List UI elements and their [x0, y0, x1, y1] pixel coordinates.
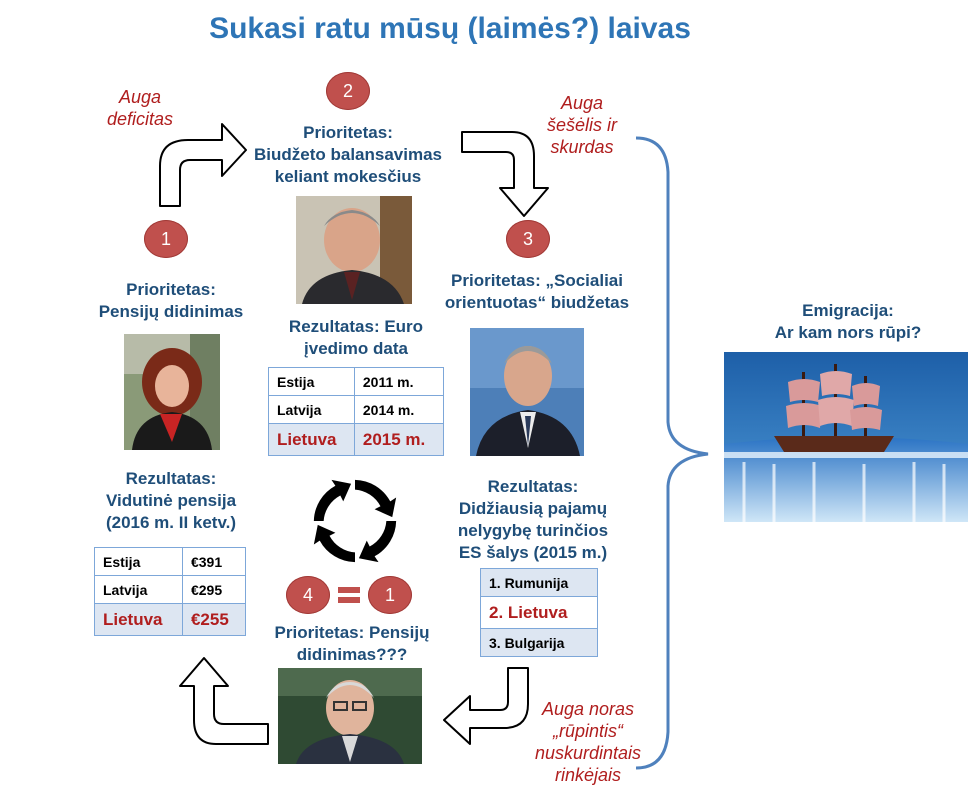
down-left-arrow-icon	[443, 667, 529, 745]
note-care: Auga noras „rūpintis“ nuskurdintais rink…	[528, 698, 648, 786]
step-2-badge: 2	[326, 72, 370, 110]
note-line: Auga	[560, 93, 604, 113]
table-row: 2. Lietuva	[480, 596, 598, 629]
note-deficit: Auga deficitas	[100, 86, 180, 130]
value-cell: €255	[181, 603, 247, 636]
note-line: nuskurdintais	[534, 743, 642, 763]
text-line: Rezultatas:	[125, 469, 217, 488]
value-cell: 2015 m.	[353, 423, 445, 456]
value-cell: 2011 m.	[353, 367, 445, 396]
rank-cell: 2. Lietuva	[480, 596, 598, 629]
step-4-badge: 4	[286, 576, 330, 614]
step-3-result: Rezultatas: Didžiausią pajamų nelygybę t…	[448, 476, 618, 564]
note-line: Auga	[118, 87, 162, 107]
portrait-photo-4	[278, 668, 422, 764]
country-cell: Lietuva	[94, 603, 183, 636]
text-line: (2016 m. II ketv.)	[105, 513, 237, 532]
country-cell: Lietuva	[268, 423, 355, 456]
table-row: Lietuva€255	[94, 603, 247, 636]
text-line: Prioritetas:	[303, 123, 393, 142]
rank-cell: 1. Rumunija	[480, 568, 598, 597]
right-down-arrow-icon	[461, 131, 549, 217]
text-line: Ar kam nors rūpi?	[774, 323, 922, 342]
step-1-result: Rezultatas: Vidutinė pensija (2016 m. II…	[96, 468, 246, 534]
country-cell: Estija	[268, 367, 355, 396]
value-cell: 2014 m.	[353, 395, 445, 424]
equals-icon	[338, 587, 360, 603]
note-shadow: Auga šešėlis ir skurdas	[540, 92, 624, 158]
note-line: šešėlis ir	[546, 115, 617, 135]
pension-table: Estija€391 Latvija€295 Lietuva€255	[94, 547, 247, 636]
step-1-priority: Prioritetas: Pensijų didinimas	[86, 279, 256, 323]
inequality-ranking-table: 1. Rumunija 2. Lietuva 3. Bulgarija	[480, 568, 598, 657]
country-cell: Latvija	[94, 575, 183, 604]
text-line: Didžiausią pajamų	[458, 499, 608, 518]
text-line: ES šalys (2015 m.)	[458, 543, 608, 562]
text-line: Prioritetas: Pensijų	[274, 623, 430, 642]
ship-waterfall-illustration	[724, 352, 968, 522]
portrait-photo-1	[124, 334, 220, 450]
table-row: Latvija€295	[94, 575, 247, 604]
curly-bracket	[635, 136, 709, 770]
text-line: Rezultatas:	[487, 477, 579, 496]
value-cell: €295	[181, 575, 247, 604]
text-line: nelygybę turinčios	[457, 521, 609, 540]
up-right-arrow-icon	[159, 123, 247, 207]
table-row: 1. Rumunija	[480, 568, 598, 597]
text-line: Emigracija:	[802, 301, 894, 320]
note-line: skurdas	[550, 137, 614, 157]
text-line: Pensijų didinimas	[98, 302, 244, 321]
emigration-label: Emigracija: Ar kam nors rūpi?	[760, 300, 936, 344]
table-row: 3. Bulgarija	[480, 628, 598, 657]
text-line: Prioritetas:	[126, 280, 216, 299]
text-line: orientuotas“ biudžetas	[444, 293, 630, 312]
text-line: Prioritetas: „Socialiai	[451, 271, 623, 290]
step-3-priority: Prioritetas: „Socialiai orientuotas“ biu…	[440, 270, 634, 314]
text-line: įvedimo data	[304, 339, 408, 358]
text-line: keliant mokesčius	[274, 167, 422, 186]
step-1-badge: 1	[144, 220, 188, 258]
value-cell: €391	[181, 547, 247, 576]
text-line: didinimas???	[296, 645, 408, 664]
table-row: Estija€391	[94, 547, 247, 576]
text-line: Rezultatas: Euro	[288, 317, 424, 336]
left-up-arrow-icon	[179, 657, 269, 745]
portrait-photo-2	[296, 196, 412, 304]
note-line: Auga noras	[541, 699, 635, 719]
text-line: Biudžeto balansavimas	[253, 145, 442, 164]
portrait-photo-3	[470, 328, 584, 456]
step-1-repeat-badge: 1	[368, 576, 412, 614]
country-cell: Estija	[94, 547, 183, 576]
step-2-result: Rezultatas: Euro įvedimo data	[280, 316, 432, 360]
text-line: Vidutinė pensija	[105, 491, 237, 510]
note-line: „rūpintis“	[552, 721, 623, 741]
rank-cell: 3. Bulgarija	[480, 628, 598, 657]
cycle-arrows-icon	[313, 479, 397, 563]
country-cell: Latvija	[268, 395, 355, 424]
note-line: rinkėjais	[554, 765, 622, 785]
note-line: deficitas	[106, 109, 174, 129]
step-2-priority: Prioritetas: Biudžeto balansavimas kelia…	[250, 122, 446, 188]
step-4-priority: Prioritetas: Pensijų didinimas???	[264, 622, 440, 666]
page-title: Sukasi ratu mūsų (laimės?) laivas	[209, 12, 691, 45]
step-3-badge: 3	[506, 220, 550, 258]
